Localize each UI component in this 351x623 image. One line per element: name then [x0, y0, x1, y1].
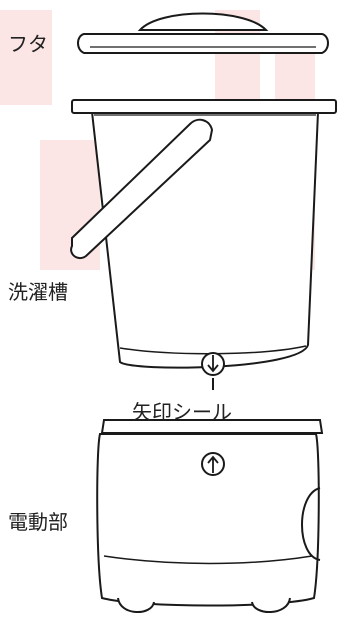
motor-unit: [96, 419, 324, 614]
arrow-down-icon: [207, 355, 219, 373]
lid-label: フタ: [8, 32, 48, 56]
arrow-seal-label: 矢印シール: [132, 400, 232, 424]
wash-tub: [70, 99, 337, 376]
lid: [77, 12, 329, 54]
wash-tub-label: 洗濯槽: [8, 280, 68, 304]
tub-handle: [70, 118, 214, 260]
arrow-up-icon: [207, 455, 219, 473]
motor-unit-label: 電動部: [8, 510, 68, 534]
